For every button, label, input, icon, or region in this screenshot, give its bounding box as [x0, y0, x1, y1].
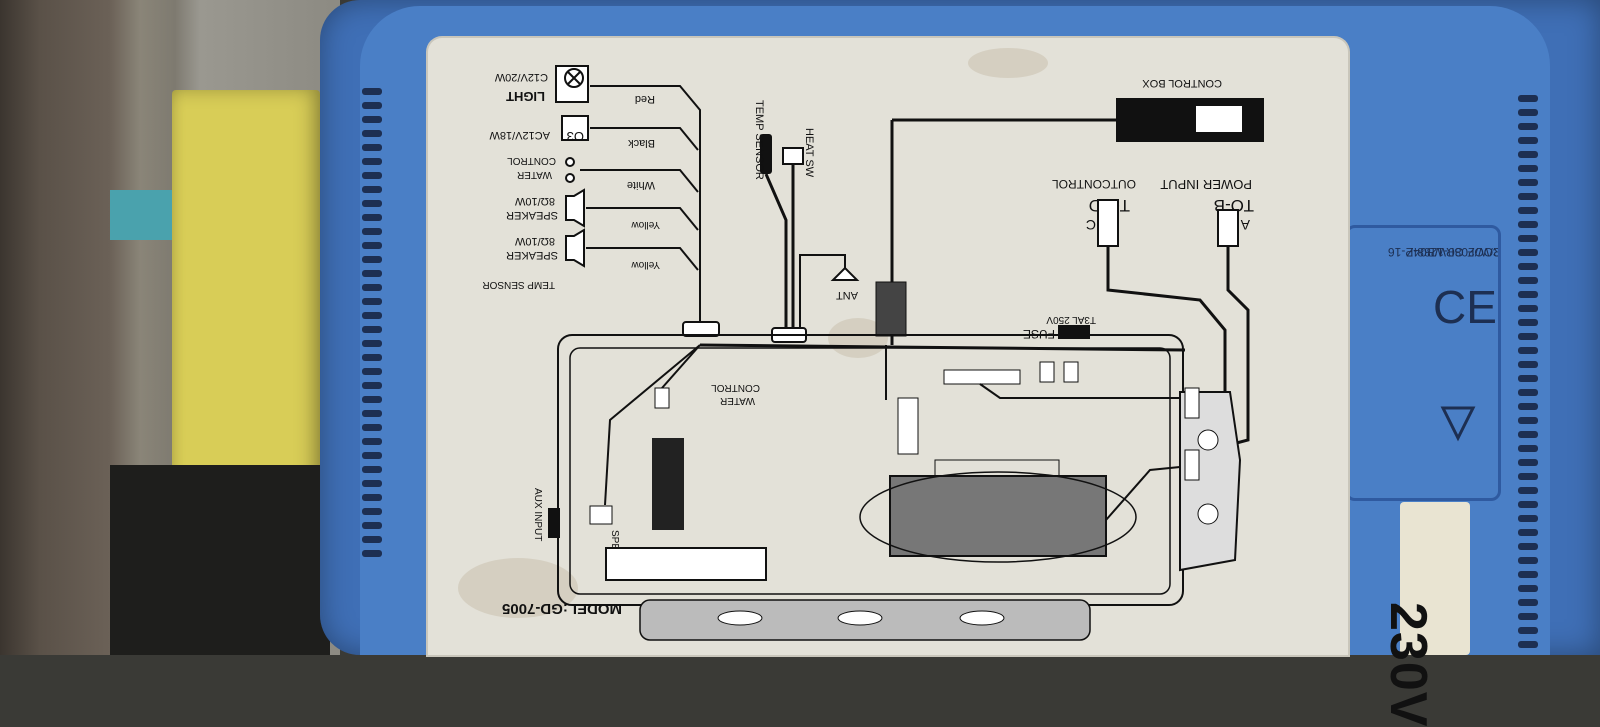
speaker-connector-icon: [589, 505, 613, 525]
light-label: LIGHT: [506, 89, 545, 104]
relay-icon-1: [1039, 361, 1055, 383]
fuse-rating-label: T3AL 250V: [1046, 314, 1096, 325]
speaker-icon-1: [565, 188, 585, 228]
aux-input-label: AUX INPUT: [532, 488, 543, 541]
terminal-strip-icon: [897, 397, 919, 455]
aux-input-connector-icon: [548, 508, 560, 538]
ce-mark-icon: CE: [1433, 281, 1497, 333]
wire-yellow-2-label: Yellow: [631, 259, 660, 270]
speaker-icon-2: [565, 228, 585, 268]
connector-c-label: C: [1086, 217, 1096, 233]
header-connector-icon: [943, 369, 1021, 385]
speaker-label-2: SPEAKER: [506, 249, 558, 261]
wire-white-label: White: [627, 179, 655, 191]
wire-red-label: Red: [635, 93, 655, 105]
connector-a-label: A: [1240, 217, 1250, 233]
fuse-icon: [1058, 325, 1090, 339]
ozone-rating-label: AC12V/18W: [489, 129, 550, 141]
temp-sensor-label: TEMP SENSOR: [753, 100, 765, 180]
vent-grille-right: [1518, 95, 1538, 655]
vent-grille-left: [362, 88, 382, 568]
ozone-label: O3: [567, 129, 584, 144]
water-terminal-icon: [565, 173, 575, 183]
model-label: MODEL:GD-7005: [502, 600, 622, 617]
outcontrol-label: OUTCONTROL: [1052, 177, 1136, 191]
control-box-icon: [1116, 98, 1264, 142]
voltage-sticker: 230V: [1379, 502, 1470, 727]
control-box-label: CONTROL BOX: [1142, 77, 1222, 89]
background-shadow: [110, 465, 330, 655]
speaker-rating-1-label: 8Ω/10W: [514, 195, 555, 207]
water-control-connector-icon: [654, 387, 670, 409]
plug-c-icon: [1097, 199, 1119, 247]
water-label: WATER: [720, 395, 755, 406]
light-bulb-icon: [564, 68, 584, 88]
cable-gland-icon: [875, 281, 907, 337]
temp-sensor-left-label: TEMP SENSOR: [482, 279, 555, 290]
wiring-diagram: CONTROL BOX POWER INPUT TO-B OUTCONTROL …: [482, 65, 1264, 641]
temp-sensor-icon: [760, 134, 772, 174]
ant-label: ANT: [836, 289, 858, 301]
speaker-rating-2-label: 8Ω/10W: [514, 235, 555, 247]
relay-block-icon: [605, 547, 767, 581]
heat-sw-label: HEAT SW: [803, 128, 815, 178]
speaker-label-1: SPEAKER: [506, 209, 558, 221]
water-control-label: CONTROL: [711, 382, 760, 393]
ozone-output-icon: [561, 115, 589, 141]
light-rating-label: C12V/20W: [494, 71, 548, 83]
side-sticker-line1: C/W/2080-1288-P-16: [1388, 245, 1498, 259]
chip-icon: [652, 438, 684, 530]
transformer-icon: [889, 475, 1107, 557]
warning-triangle-icon: [1440, 406, 1476, 442]
light-output: [555, 65, 589, 103]
control-output-label: CONTROL: [507, 155, 556, 166]
wire-black-label: Black: [628, 137, 655, 149]
water-output-label: WATER: [517, 169, 552, 180]
relay-icon-2: [1063, 361, 1079, 383]
control-terminal-icon: [565, 157, 575, 167]
side-sticker-art: C/W/2080-1288-P-16 WATERPROOF GRWB04Z CE: [1388, 245, 1498, 442]
wire-yellow-1-label: Yellow: [631, 219, 660, 230]
background-object: [110, 190, 172, 240]
connector-bracket-icon: [1179, 391, 1242, 572]
plug-a-icon: [1217, 209, 1239, 247]
side-sticker-line2: WATERPROOF GRWB04Z: [1406, 245, 1498, 259]
antenna-icon: [830, 266, 860, 281]
heat-switch-icon: [782, 147, 804, 165]
power-input-label: POWER INPUT: [1160, 177, 1252, 192]
